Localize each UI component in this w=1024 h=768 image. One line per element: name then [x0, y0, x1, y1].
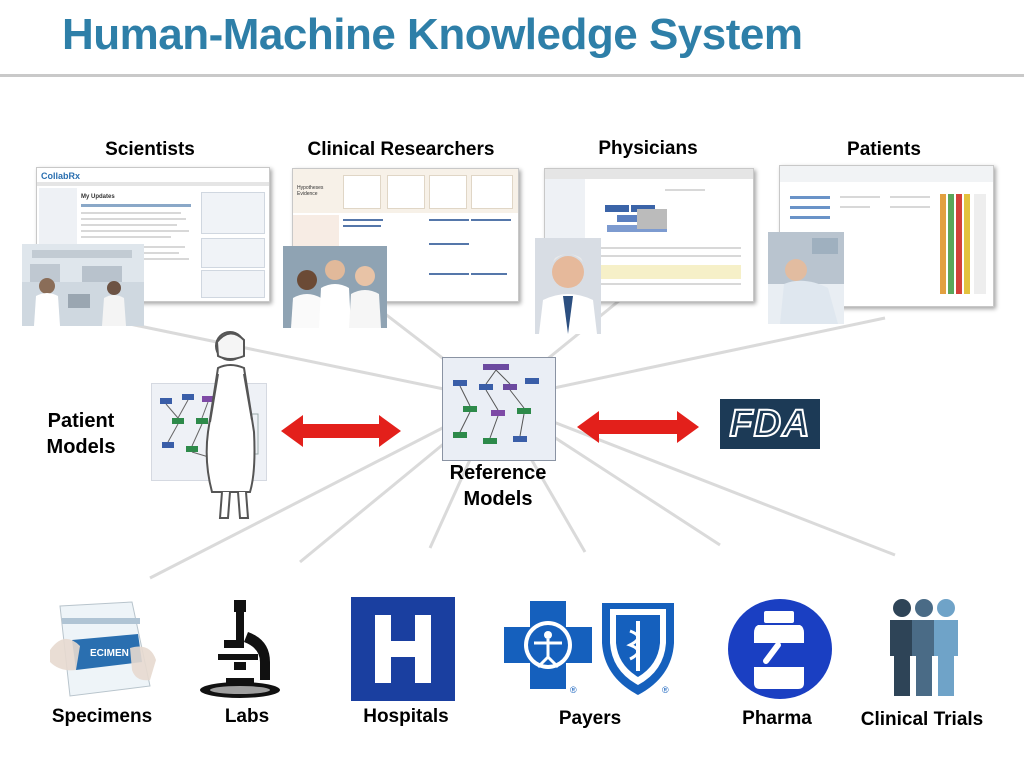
payers-logo-icon: ® ® — [504, 601, 674, 695]
doctors-illustration — [283, 246, 387, 328]
my-updates-heading: My Updates — [81, 194, 115, 200]
clinical-researchers-screenshot: Hypotheses Evidence — [292, 168, 519, 302]
spoke-patients — [496, 316, 886, 402]
patient-figure-icon — [205, 331, 256, 519]
label-hospitals: Hospitals — [363, 706, 449, 727]
lab-scientists-photo — [22, 244, 144, 326]
doctors-photo — [283, 246, 387, 328]
physician-photo — [535, 238, 601, 334]
arrow-patient-reference — [281, 415, 401, 447]
patient-photo — [768, 232, 844, 324]
title-divider — [0, 74, 1024, 77]
microscope-icon — [200, 600, 280, 698]
arrow-reference-fda — [577, 411, 699, 443]
physician-illustration — [535, 238, 601, 334]
clinical-trials-people-icon — [890, 599, 958, 696]
patient-illustration — [768, 232, 844, 324]
spoke-scientists — [119, 320, 498, 402]
label-clinical-trials: Clinical Trials — [860, 709, 984, 730]
hospital-h-glyph — [375, 615, 431, 683]
label-payers: Payers — [558, 708, 622, 729]
fda-logo-text: FDA — [728, 402, 811, 446]
label-patient-models: Patient Models — [46, 410, 116, 458]
label-labs: Labs — [224, 706, 270, 727]
svg-text:®: ® — [570, 685, 577, 695]
collabrx-logo: CollabRx — [41, 171, 81, 181]
page-title: Human-Machine Knowledge System — [62, 10, 803, 59]
label-pharma: Pharma — [742, 708, 812, 729]
label-clinical-researchers: Clinical Researchers — [307, 139, 495, 160]
reference-pathway-diagram — [442, 357, 556, 461]
fda-logo: FDA — [720, 399, 820, 449]
spoke-trials — [496, 398, 896, 557]
spoke-specimens — [149, 398, 498, 580]
label-specimens: Specimens — [51, 706, 153, 727]
lab-photo-illustration — [22, 244, 144, 326]
hospital-icon — [351, 597, 455, 701]
label-scientists: Scientists — [105, 139, 195, 160]
label-physicians: Physicians — [598, 138, 698, 159]
pharma-pill-bottle-icon — [728, 599, 832, 699]
label-patients: Patients — [847, 139, 921, 160]
hypotheses-label: Hypotheses Evidence — [297, 185, 324, 197]
reference-pathway-illustration — [453, 364, 539, 444]
specimen-bag-icon: ECIMEN — [50, 601, 156, 697]
label-reference-models: Reference Models — [449, 462, 547, 510]
svg-text:ECIMEN: ECIMEN — [90, 648, 129, 659]
svg-text:®: ® — [662, 685, 669, 695]
